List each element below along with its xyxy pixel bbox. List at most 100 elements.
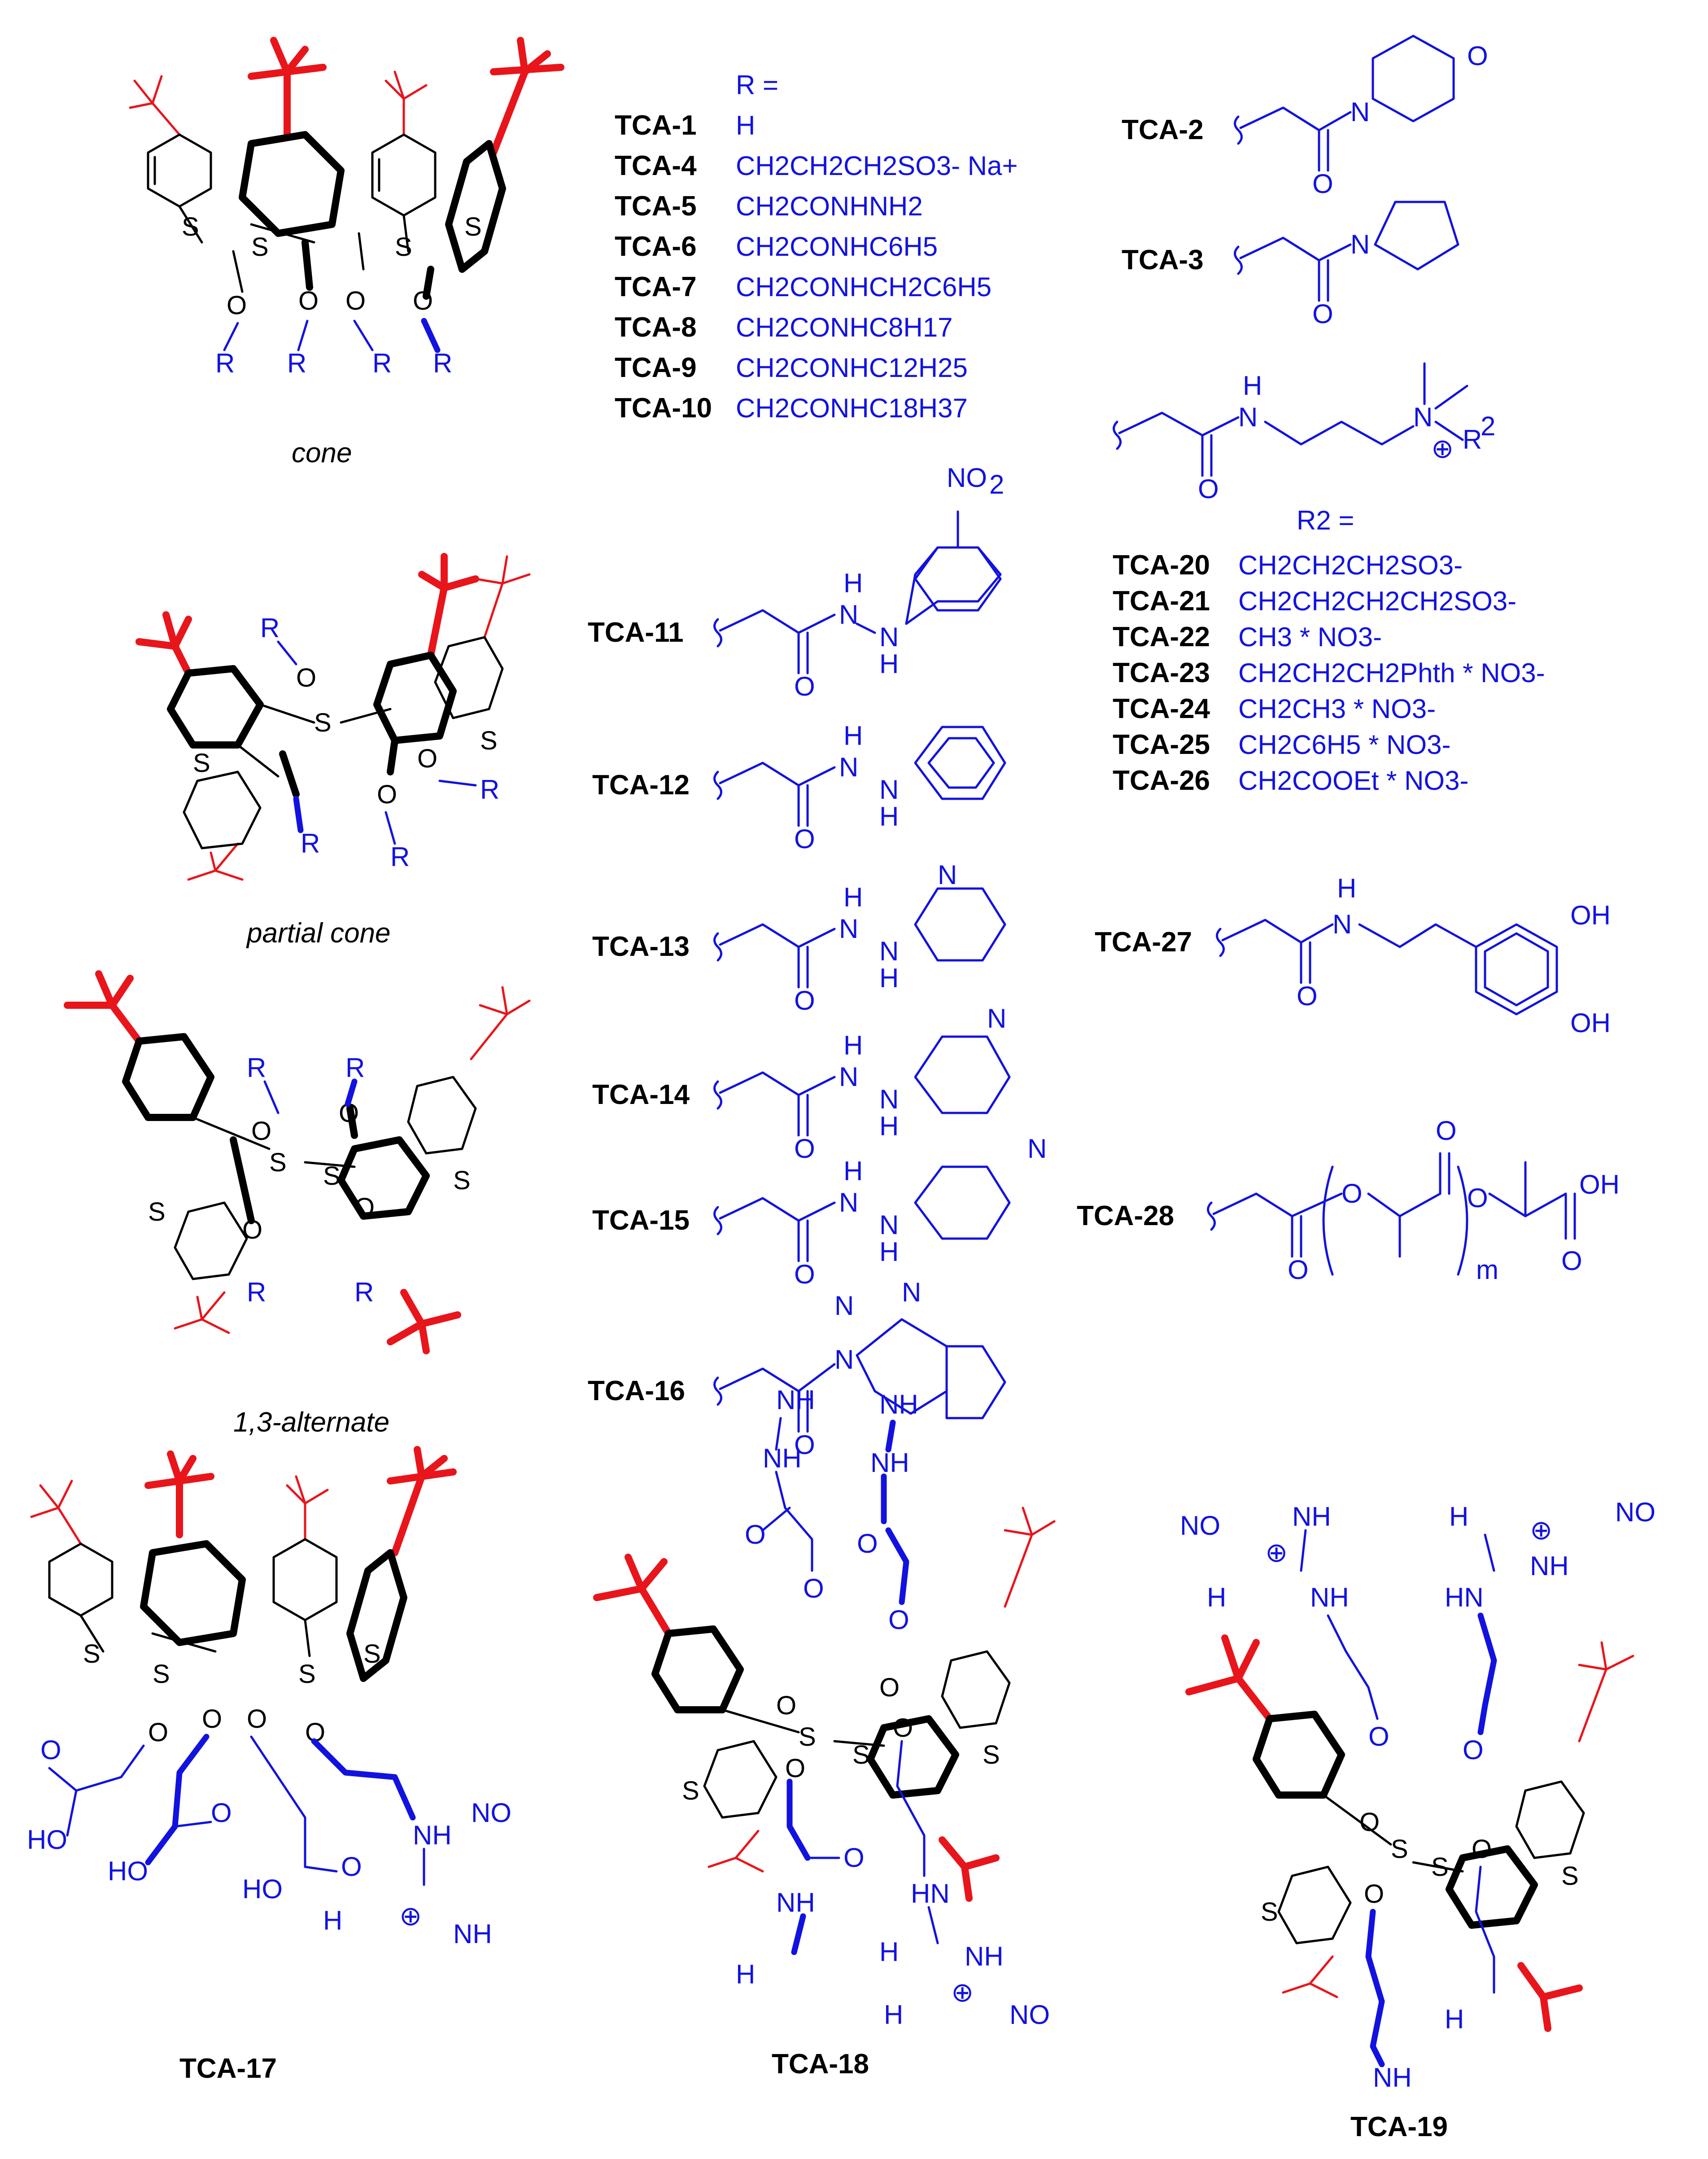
atom-o: O (1463, 1735, 1484, 1765)
atom-n: N (879, 1084, 899, 1114)
tca-27-label: TCA-27 (1095, 927, 1192, 958)
r-row-value: CH2CONHC12H25 (736, 353, 968, 383)
atom-n: N (879, 622, 899, 652)
r-row-5: TCA-5 CH2CONHNH2 (615, 191, 923, 222)
atom-o: O (341, 1852, 362, 1882)
r-row-value: CH2CH2CH2SO3- Na+ (736, 151, 1018, 181)
atom-h: H (879, 1237, 899, 1267)
atom-n: N (839, 1062, 858, 1092)
ammonium-amide-structure: O N H N ⊕ R 2 (1113, 362, 1495, 504)
group-nh: NH (1310, 1582, 1349, 1612)
atom-n: N (1238, 402, 1258, 432)
plus-charge: ⊕ (1265, 1537, 1288, 1568)
atom-o: O (251, 1117, 271, 1146)
atom-o: O (377, 780, 397, 809)
label-partial-cone: partial cone (246, 918, 391, 949)
nitrate: NO (1009, 2000, 1050, 2030)
atom-r: R (287, 348, 306, 378)
atom-o: O (893, 1713, 913, 1743)
r-header: R = (736, 70, 778, 100)
group-h2n: H (736, 1959, 755, 1989)
group-nh2: NH (453, 1919, 492, 1949)
atom-h: H (879, 649, 899, 679)
r-row-1: TCA-1 H (615, 110, 755, 141)
r2-row-value: CH2CH2CH2SO3- (1238, 550, 1463, 580)
r-row-value: CH2CONHC6H5 (736, 232, 938, 262)
atom-s: S (83, 1639, 100, 1669)
tca-17-label: TCA-17 (179, 2053, 277, 2084)
atom-h: H (843, 721, 863, 751)
atom-o: O (227, 291, 247, 320)
atom-n: N (1332, 909, 1352, 939)
tca-12-structure: TCA-12 O N H N H (592, 721, 1006, 854)
atom-s: S (852, 1740, 870, 1769)
atom-o: O (1288, 1255, 1309, 1285)
atom-s: S (395, 232, 412, 262)
atom-o: O (1436, 1116, 1457, 1146)
atom-o: O (745, 1520, 766, 1550)
r-row-value: H (736, 110, 755, 140)
r-row-10: TCA-10 CH2CONHC18H37 (615, 393, 968, 424)
tca-14-structure: TCA-14 O N H N H N (592, 1003, 1011, 1164)
label-cone: cone (292, 438, 352, 469)
r2-row-22: TCA-22 CH3 * NO3- (1113, 622, 1382, 653)
subscript-2: 2 (989, 469, 1004, 499)
group-no2: NO (947, 463, 987, 493)
group-nh: NH (776, 1887, 815, 1918)
atom-r: R (1463, 425, 1482, 455)
r2-row-value: CH2CH2CH2Phth * NO3- (1238, 658, 1545, 688)
atom-o: O (1467, 1183, 1488, 1213)
atom-n: N (839, 914, 858, 944)
atom-s: S (182, 212, 199, 241)
r2-row-value: CH2C6H5 * NO3- (1238, 730, 1450, 760)
group-nh: NH (763, 1443, 802, 1473)
atom-n: N (839, 600, 858, 630)
atom-o: O (1359, 1808, 1380, 1837)
group-nh2: NH (1292, 1502, 1331, 1532)
group-oh: OH (1570, 1008, 1611, 1038)
atom-o: O (888, 1605, 909, 1635)
atom-o: O (345, 286, 366, 315)
atom-o: O (247, 1704, 267, 1734)
atom-n: N (1027, 1134, 1047, 1164)
r2-row-label: TCA-21 (1113, 586, 1210, 617)
tca-3-label: TCA-3 (1122, 245, 1204, 276)
atom-h: H (879, 963, 899, 993)
tca-19-structure: NO NO NH ⊕ H NH O H ⊕ NH HN O S S S S O … (1180, 1497, 1656, 2142)
r2-row-label: TCA-20 (1113, 550, 1210, 581)
atom-o: O (1198, 474, 1219, 504)
atom-r: R (480, 775, 499, 805)
atom-r: R (247, 1277, 266, 1307)
atom-r: R (345, 1053, 365, 1083)
atom-s: S (983, 1740, 1000, 1769)
tca-11-structure: TCA-11 O N H N H NO 2 (588, 463, 1004, 701)
tca-27-structure: TCA-27 O N H OH OH (1095, 873, 1611, 1038)
group-h2n: H (884, 2000, 903, 2030)
atom-h: H (879, 1111, 899, 1141)
atom-o: O (1472, 1835, 1492, 1864)
atom-n: N (834, 1291, 854, 1321)
atom-n: N (902, 1277, 921, 1307)
r2-row-20: TCA-20 CH2CH2CH2SO3- (1113, 550, 1463, 581)
tca-19-label: TCA-19 (1350, 2111, 1448, 2142)
group-h2n: H (1449, 1502, 1468, 1532)
nitrate: NO (471, 1798, 511, 1828)
atom-o: O (296, 663, 316, 692)
atom-n: N (1350, 97, 1370, 127)
atom-o: O (148, 1718, 168, 1747)
atom-o: O (1364, 1879, 1384, 1909)
atom-o: O (794, 1259, 815, 1289)
r2-row-label: TCA-25 (1113, 729, 1210, 760)
tca-13-structure: TCA-13 O N H N H N (592, 860, 1006, 1016)
nitrate: NO (1180, 1511, 1220, 1541)
r2-row-26: TCA-26 CH2COOEt * NO3- (1113, 765, 1468, 796)
atom-r: R (260, 613, 280, 643)
r2-row-23: TCA-23 CH2CH2CH2Phth * NO3- (1113, 657, 1545, 688)
atom-s: S (1431, 1852, 1449, 1882)
atom-o: O (776, 1691, 796, 1720)
group-ho: HO (242, 1874, 283, 1904)
atom-o: O (1561, 1246, 1582, 1276)
atom-n: N (1413, 402, 1433, 432)
atom-h: H (843, 1156, 863, 1186)
atom-o: O (794, 824, 815, 854)
